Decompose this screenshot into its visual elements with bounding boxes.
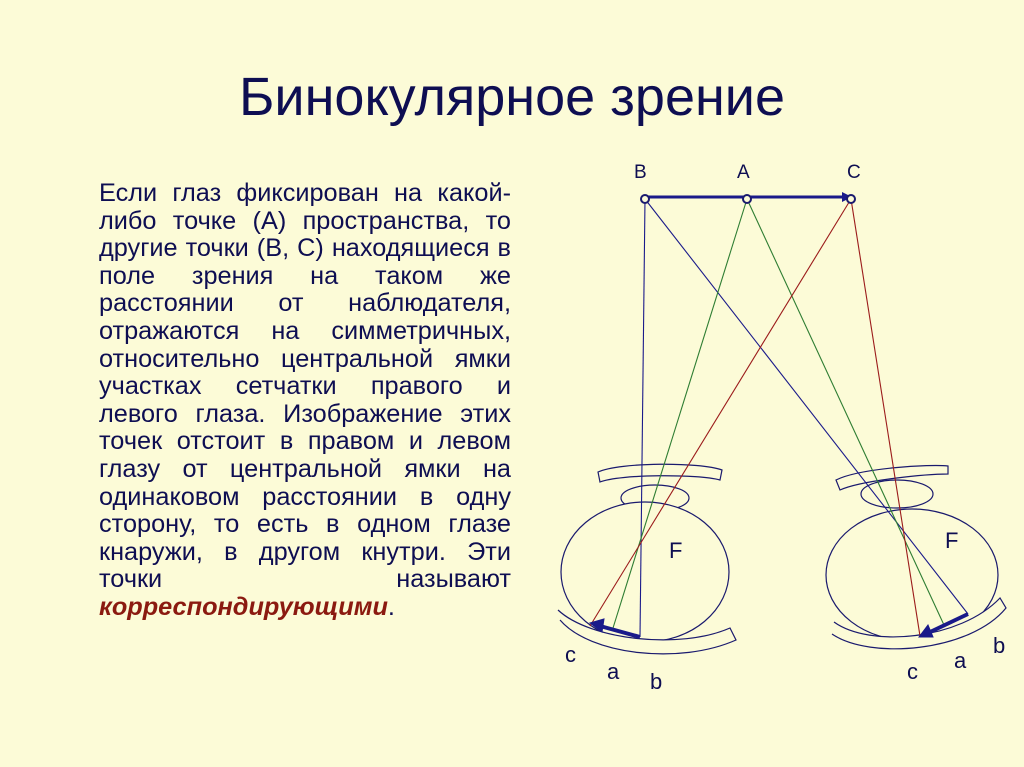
point-b-marker xyxy=(640,194,650,204)
slide-title: Бинокулярное зрение xyxy=(238,67,785,127)
right-fovea-label: F xyxy=(945,528,958,553)
left-retina-c-label: c xyxy=(565,642,576,667)
left-eye-cornea xyxy=(597,463,723,483)
body-paragraph: Если глаз фиксирован на какой-либо точке… xyxy=(99,179,511,622)
paragraph-text: Если глаз фиксирован на какой-либо точке… xyxy=(99,179,511,594)
left-retina-a-label: a xyxy=(607,659,620,684)
binocular-diagram: B A C F F c a b c a b xyxy=(557,162,1007,694)
right-retina-image xyxy=(918,612,969,638)
left-retina-image xyxy=(588,618,641,639)
label-point-b: B xyxy=(634,162,647,183)
right-retina-c-label: c xyxy=(907,659,918,684)
paragraph-end: . xyxy=(387,592,395,621)
green-rays xyxy=(612,198,945,629)
left-fovea-label: F xyxy=(669,538,682,563)
right-eye-retina xyxy=(831,597,1007,650)
right-eye-lens xyxy=(860,479,934,509)
label-point-a: A xyxy=(737,162,750,183)
point-c-marker xyxy=(846,194,856,204)
red-rays xyxy=(589,198,921,637)
left-retina-b-label: b xyxy=(650,669,662,694)
right-eye xyxy=(825,464,1007,650)
object-line xyxy=(640,192,856,204)
right-retina-b-label: b xyxy=(993,633,1005,658)
right-retina-a-label: a xyxy=(954,648,967,673)
point-a-marker xyxy=(742,194,752,204)
blue-rays xyxy=(639,198,969,638)
label-point-c: C xyxy=(847,162,861,183)
highlighted-term: корреспондирующими xyxy=(99,592,388,621)
left-eye-globe xyxy=(560,501,730,643)
right-eye-cornea xyxy=(835,464,949,491)
left-eye xyxy=(557,463,737,655)
left-eye-retina xyxy=(557,609,737,655)
